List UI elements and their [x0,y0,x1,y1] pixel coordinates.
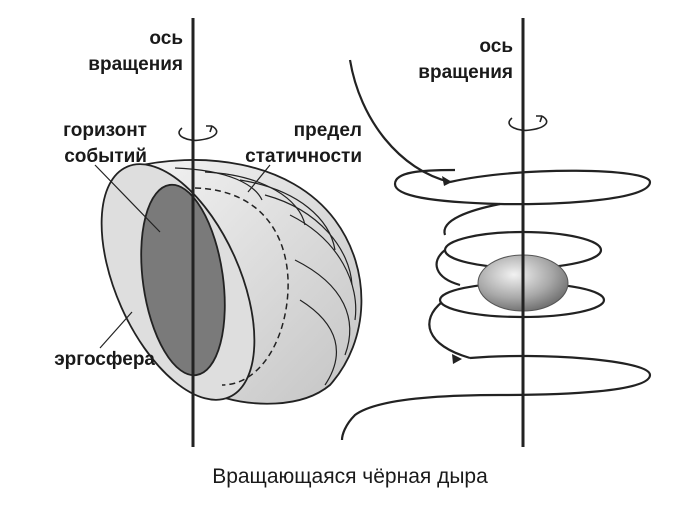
svg-text:ось: ось [479,36,513,57]
svg-text:вращения: вращения [88,54,183,75]
ergosphere-body [100,159,363,405]
svg-text:предел: предел [294,120,362,141]
static-limit-dashed-line [194,187,289,386]
left-axis-label-line1: ось [149,28,183,49]
static-limit-label-line2: статичности [245,146,362,167]
spiral-arrowhead-icon [442,176,452,186]
horizon-label-line1: горизонт [63,120,147,141]
right-rotation-arrow-icon [508,115,548,132]
svg-text:событий: событий [64,146,147,167]
svg-text:статичности: статичности [245,146,362,167]
left-axis-label-line2: вращения [88,54,183,75]
horizon-pointer [94,164,161,233]
static-limit-label-line1: предел [294,120,362,141]
infall-spiral [340,59,652,441]
svg-text:вращения: вращения [418,62,513,83]
horizon-label-line2: событий [64,146,147,167]
latitude-lines [174,167,357,386]
right-axis-label-line1: ось [479,36,513,57]
svg-text:ось: ось [149,28,183,49]
right-axis-label-line2: вращения [418,62,513,83]
svg-text:горизонт: горизонт [63,120,147,141]
spiral-arrowhead-lower-icon [452,354,462,364]
ergosphere-label: эргосфера [54,349,155,370]
ergosphere-pointer [99,311,133,349]
static-limit-pointer [247,164,271,193]
diagram-caption: Вращающаяся чёрная дыра [212,465,488,488]
left-rotation-arrow-icon [178,125,218,142]
event-horizon [140,183,226,377]
